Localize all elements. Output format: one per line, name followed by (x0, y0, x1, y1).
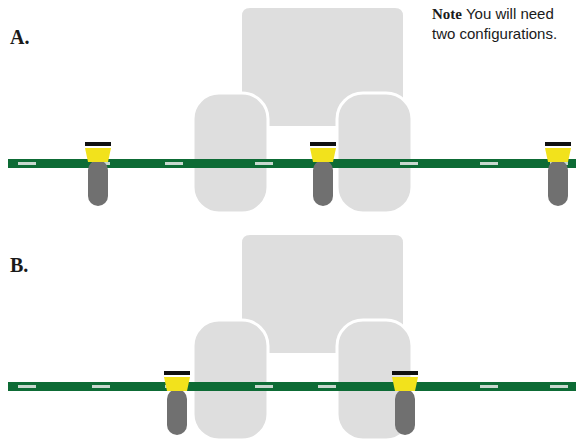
bar-mark (255, 385, 273, 388)
nozzle (392, 371, 418, 435)
bar-mark (480, 385, 498, 388)
nozzle (545, 142, 571, 206)
nozzle (310, 142, 336, 206)
config-b (8, 235, 576, 440)
bar-marks (18, 385, 568, 388)
bar-mark (480, 162, 498, 165)
bar-mark (18, 162, 36, 165)
bar-mark (550, 385, 568, 388)
bar-mark (318, 385, 336, 388)
bar-mark (255, 162, 273, 165)
nozzle (164, 371, 190, 435)
tractor (193, 235, 412, 440)
tractor (193, 8, 412, 213)
bar-mark (18, 385, 36, 388)
note-heading: Note (432, 6, 462, 22)
note: Note You will need two configurations. (432, 4, 572, 43)
nozzle (85, 142, 111, 206)
config-letter: A. (10, 26, 29, 49)
config-letter: B. (10, 254, 28, 277)
boom-bar (8, 382, 576, 391)
bar-mark (400, 162, 418, 165)
bar-mark (92, 385, 110, 388)
bar-mark (165, 162, 183, 165)
